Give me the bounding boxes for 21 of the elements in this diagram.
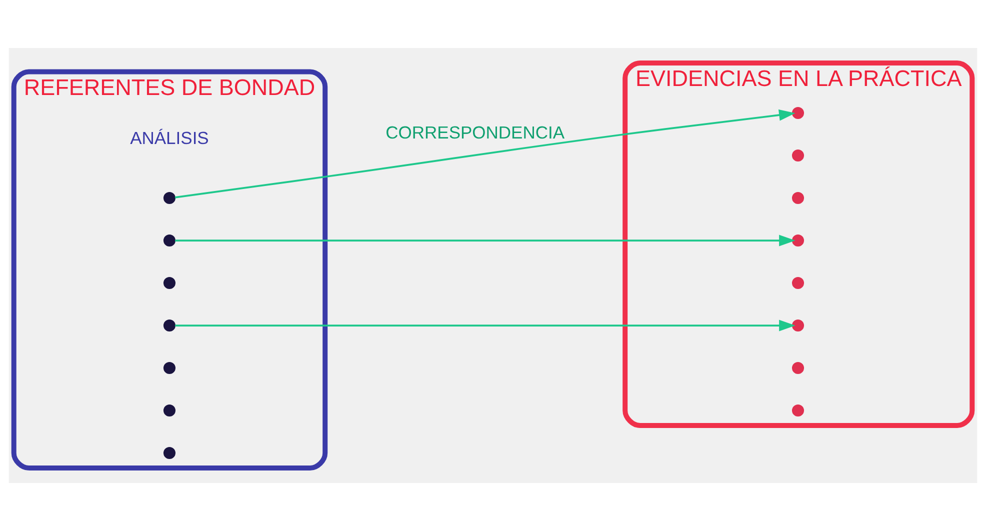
arrow (175, 234, 796, 246)
cluster: EVIDENCIAS EN LA PRÁCTICA (622, 60, 975, 428)
node-cross (792, 149, 804, 162)
node-cross (792, 192, 804, 204)
node-dot (163, 404, 176, 417)
edge-label: CORRESPONDENCIA (386, 122, 565, 142)
arrow (174, 109, 796, 198)
node-dot (163, 362, 176, 374)
node-cross (792, 234, 804, 247)
arrow (175, 320, 796, 332)
node-cross (792, 106, 804, 120)
node-cross (792, 319, 804, 332)
node-cross (792, 404, 804, 417)
node-dot (163, 319, 176, 332)
node-cross (792, 276, 804, 290)
node-dot (163, 192, 176, 204)
node-cross (792, 362, 804, 374)
node-dot (163, 276, 176, 290)
node-dot (163, 234, 176, 247)
node-dot (163, 446, 176, 460)
label: ANÁLISIS (130, 128, 209, 148)
